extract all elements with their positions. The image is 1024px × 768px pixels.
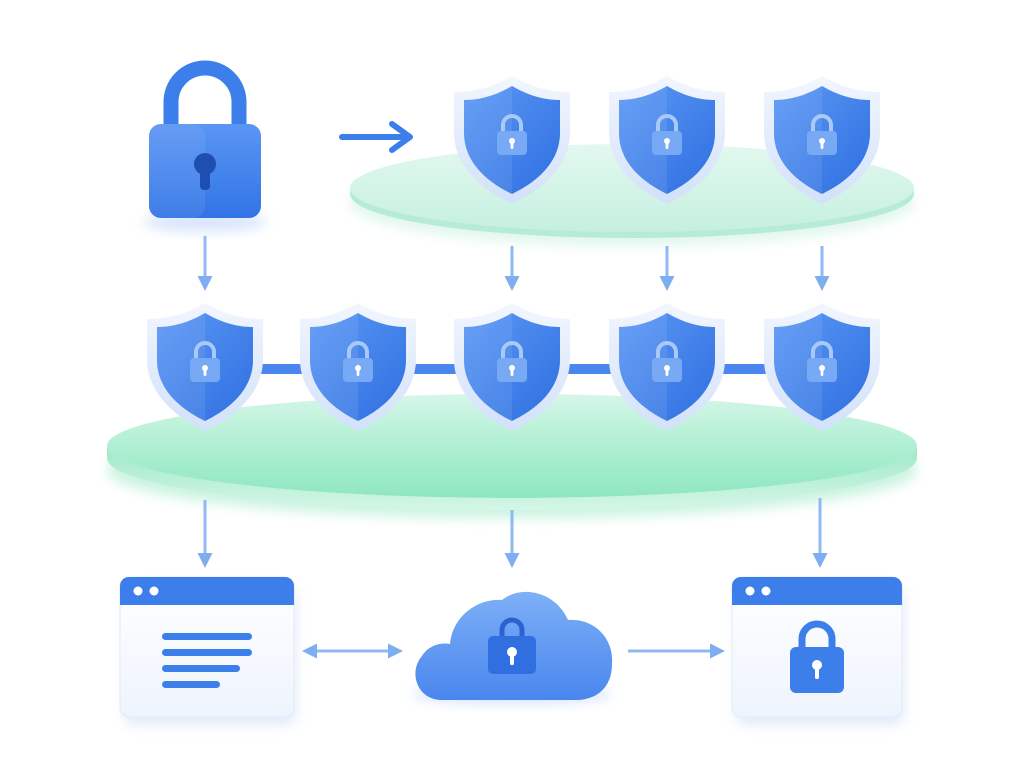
- locked-window-icon: [731, 576, 904, 725]
- middle-platform: [107, 394, 917, 518]
- flow-arrows: [197, 134, 830, 659]
- arrow-head-lock-to-top-shields: [389, 121, 413, 153]
- cloud-lock-icon: [412, 591, 613, 704]
- text-window-icon: [119, 576, 296, 725]
- master-lock-icon: [143, 60, 267, 232]
